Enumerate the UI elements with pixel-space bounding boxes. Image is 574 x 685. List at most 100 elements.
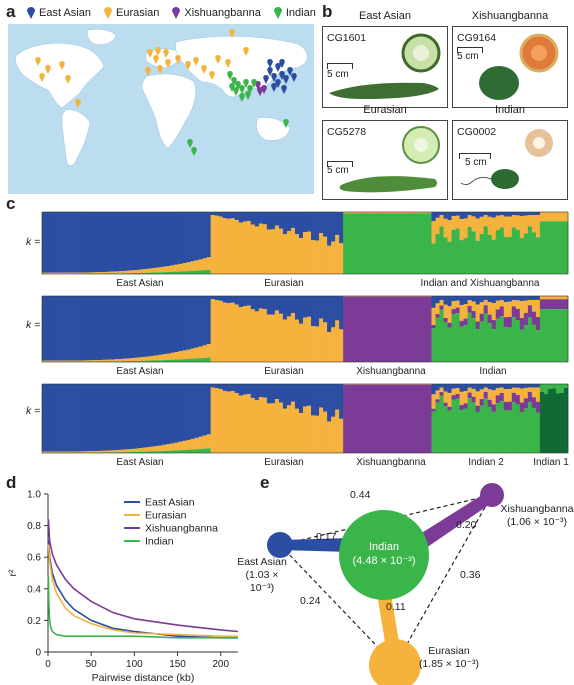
admixture-bar-segment [487,212,493,217]
admixture-bar-segment [174,384,179,443]
admixture-bar-segment [367,384,372,453]
map-pin-eurasian [209,70,215,80]
admixture-bar-segment [166,266,171,273]
admixture-bar-segment [415,296,420,362]
admixture-bar-segment [118,212,123,272]
admixture-bar-segment [483,299,488,306]
admixture-bar-segment [551,296,557,300]
admixture-bar-segment [475,391,480,406]
admixture-bar-segment [166,353,171,360]
admixture-bar-segment [495,403,501,453]
admixture-bar-segment [439,387,444,393]
pop-label: Eurasian [264,278,304,289]
admixture-bar-segment [210,387,215,453]
admixture-bar-segment [226,391,232,453]
admixture-bar-segment [206,296,211,345]
x-tick-label: 200 [212,659,229,670]
admixture-bar-segment [531,212,537,216]
admixture-bar-segment [118,271,123,274]
admixture-bar-segment [527,226,533,274]
admixture-bar-segment [563,384,569,388]
admixture-bar-segment [379,384,384,385]
admixture-bar-segment [94,272,99,274]
admixture-bar-segment [126,296,131,359]
admixture-bar-segment [515,384,521,388]
admixture-bar-segment [371,213,376,274]
admixture-bar-segment [491,296,497,304]
admixture-bar-segment [162,212,167,267]
admixture-bar-segment [198,212,203,260]
admixture-bar-segment [319,318,324,362]
accession-id: CG0002 [457,126,497,138]
admixture-bar-segment [90,451,95,453]
map-pin-east-asian [271,82,277,92]
admixture-bar-segment [527,384,533,388]
admixture-bar-segment [471,301,476,312]
admixture-bar-segment [399,296,404,297]
admixture-bar-segment [391,384,396,453]
x-tick-label: 0 [45,659,51,670]
admixture-bar-segment [391,212,396,214]
admixture-bar-segment [178,450,183,453]
admixture-bar-segment [435,402,440,453]
admixture-bar-segment [134,212,139,271]
admixture-bar-segment [122,296,127,359]
admixture-bar-segment [122,273,127,274]
admixture-bar-segment [399,213,404,274]
admixture-bar-segment [407,212,412,214]
admixture-bar-segment [479,313,484,322]
map-pin-eurasian [39,72,45,82]
admixture-bar-segment [230,218,236,274]
admixture-bar-segment [58,296,63,361]
admixture-bar-segment [98,296,103,361]
admixture-bar-segment [282,384,288,409]
admixture-bar-segment [547,296,553,300]
admixture-bar-segment [527,299,533,306]
admixture-bar-segment [543,299,549,310]
map-pin-east-asian [263,74,269,84]
admixture-bar-segment [246,393,252,453]
admixture-bar-segment [158,384,163,446]
admixture-bar-segment [134,448,139,452]
admixture-bar-segment [186,358,191,362]
admixture-bar-segment [166,444,171,451]
admixture-bar-segment [270,212,276,230]
admixture-bar-segment [435,384,440,391]
admixture-bar-segment [282,319,288,362]
admixture-bar-segment [467,387,472,393]
admixture-bar-segment [515,404,521,453]
admixture-bar-segment [363,296,368,297]
admixture-bar-segment [423,384,428,453]
admixture-bar-segment [258,384,264,398]
admixture-bar-segment [46,212,51,273]
admixture-bar-segment [166,296,171,354]
admixture-bar-segment [162,444,167,451]
admixture-bar-segment [78,360,83,362]
admixture-bar-segment [483,296,488,300]
admixture-bar-segment [511,317,517,362]
admixture-bar-segment [435,399,440,403]
admixture-bar-segment [355,296,360,297]
admixture-bar-segment [198,270,203,274]
admixture-bar-segment [142,296,147,357]
admixture-bar-segment [355,384,360,385]
admixture-bar-segment [355,296,360,362]
admixture-bar-segment [419,212,424,214]
admixture-bar-segment [491,384,497,391]
admixture-bar-segment [186,439,191,450]
panel-label-a: a [6,2,16,21]
admixture-bar-segment [86,360,91,362]
admixture-bar-segment [371,212,376,214]
admixture-bar-segment [154,360,159,362]
admixture-bar-segment [327,296,332,332]
admixture-bar-segment [399,212,404,214]
admixture-bar-segment [154,446,159,452]
south-america [61,109,91,166]
admixture-bar-segment [218,300,223,362]
admixture-bar-segment [563,212,569,222]
admixture-bar-segment [250,309,256,362]
admixture-bar-segment [94,296,99,361]
accession-id: CG5278 [327,126,367,138]
admixture-bar-segment [315,296,320,327]
admixture-bar-segment [479,212,484,217]
